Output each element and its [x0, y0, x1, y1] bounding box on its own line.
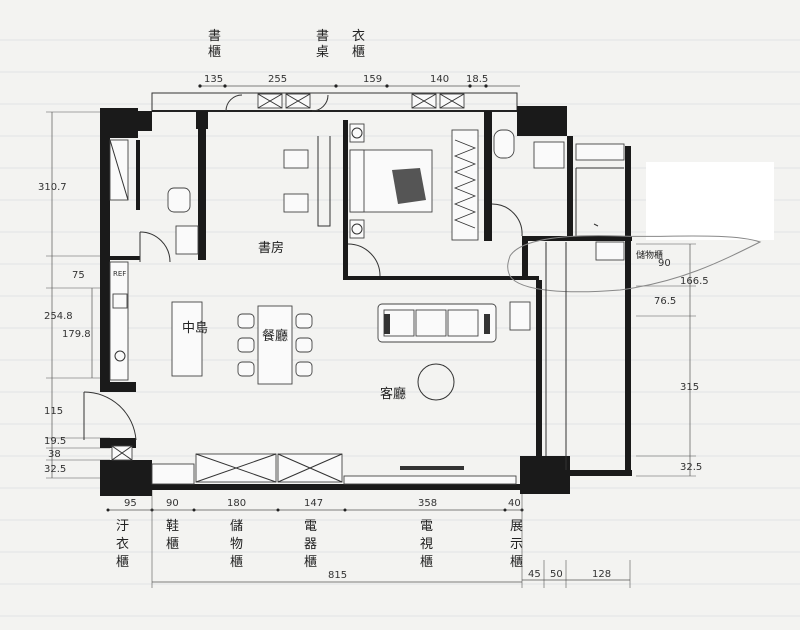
label-storage: 儲物櫃	[230, 519, 243, 570]
exterior-walls	[100, 92, 632, 496]
right-dim-5: 32.5	[680, 462, 702, 473]
label-laundry: 汙衣櫃	[116, 519, 129, 570]
bottom-sub-dim-2: 50	[550, 569, 563, 580]
storage-small-label: 儲物櫃	[636, 249, 663, 261]
living-room: 客廳	[377, 242, 567, 470]
top-dim-3: 159	[363, 74, 382, 85]
bottom-dim-3: 180	[227, 498, 246, 509]
label-desk: 書桌	[316, 29, 329, 60]
bottom-dim-2: 90	[166, 498, 179, 509]
left-dim-4: 179.8	[62, 329, 91, 340]
study-label: 書房	[258, 240, 284, 256]
top-dim-1: 135	[204, 74, 223, 85]
top-dim-5: 18.5	[466, 74, 488, 85]
label-appliance: 電器櫃	[304, 519, 317, 570]
bottom-sub-dim-1: 45	[528, 569, 541, 580]
label-wardrobe: 衣櫃	[352, 28, 365, 60]
study-dining: 書房 餐廳	[237, 136, 331, 385]
total-width-dim: 815	[328, 570, 347, 581]
living-label: 客廳	[380, 386, 406, 402]
island-label: 中島	[182, 321, 208, 336]
redaction-box	[646, 162, 774, 240]
left-dim-2: 75	[72, 270, 85, 281]
svg-text:儲物櫃: 儲物櫃	[230, 519, 243, 570]
label-tv: 電視櫃	[420, 519, 433, 570]
right-dim-1: 90	[658, 258, 671, 269]
left-dim-1: 310.7	[38, 182, 67, 193]
bottom-dim-4: 147	[304, 498, 323, 509]
bottom-dim-1: 95	[124, 498, 137, 509]
label-study-shelf: 書櫃	[208, 29, 221, 60]
svg-text:書櫃: 書櫃	[208, 29, 221, 60]
svg-text:REF: REF	[113, 270, 126, 278]
svg-text:衣櫃: 衣櫃	[352, 28, 365, 60]
left-dim-8: 32.5	[44, 464, 66, 475]
svg-text:書桌: 書桌	[316, 29, 329, 60]
svg-text:展示櫃: 展示櫃	[510, 519, 523, 570]
bottom-dim-6: 40	[508, 498, 521, 509]
svg-text:電器櫃: 電器櫃	[304, 519, 317, 570]
label-shoe: 鞋櫃	[166, 518, 179, 552]
top-dim-4: 140	[430, 74, 449, 85]
left-dim-3: 254.8	[44, 311, 73, 322]
left-dim-6: 19.5	[44, 436, 66, 447]
bathrooms: 儲物櫃	[491, 129, 762, 293]
svg-text:汙衣櫃: 汙衣櫃	[116, 519, 129, 570]
bottom-sub-dim-3: 128	[592, 569, 611, 580]
top-dim-2: 255	[268, 74, 287, 85]
svg-text:鞋櫃: 鞋櫃	[166, 518, 179, 552]
left-dim-7: 38	[48, 449, 61, 460]
svg-text:電視櫃: 電視櫃	[420, 519, 433, 570]
bottom-cabinets	[151, 453, 517, 485]
right-dim-2: 166.5	[680, 276, 709, 287]
bedroom	[347, 123, 479, 277]
kitchen: REF 中島	[83, 139, 208, 461]
right-dim-3: 76.5	[654, 296, 676, 307]
label-display: 展示櫃	[510, 519, 523, 570]
right-dim-4: 315	[680, 382, 699, 393]
top-cabinets	[225, 93, 465, 112]
left-dim-5: 115	[44, 406, 63, 417]
bottom-dim-5: 358	[418, 498, 437, 509]
dining-label: 餐廳	[262, 328, 288, 344]
